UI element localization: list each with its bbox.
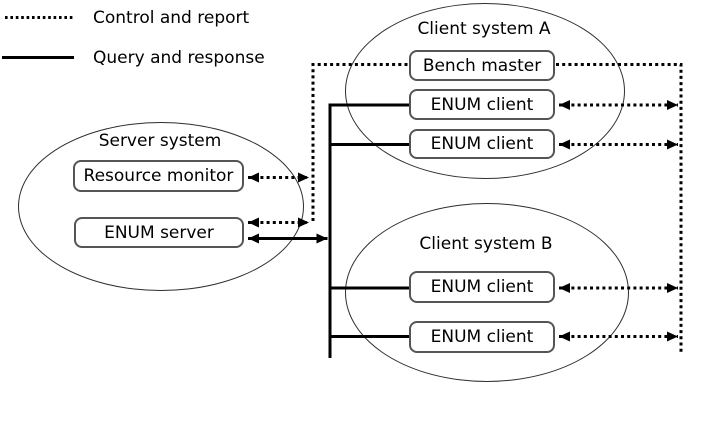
- enum-client-a1-box: ENUM client: [409, 89, 555, 120]
- legend-label-query-and-response: Query and response: [93, 48, 265, 68]
- enum-server-box: ENUM server: [74, 217, 244, 248]
- client-system-a-title: Client system A: [417, 19, 551, 39]
- server-system-title: Server system: [98, 131, 222, 151]
- server-system-ellipse: [18, 122, 304, 291]
- control-trunk-bench-master-to-clients: [556, 63, 683, 352]
- control-trunk-bench-master-to-server: [311, 63, 408, 221]
- bench-master-box: Bench master: [409, 50, 555, 81]
- legend-label-control-and-report: Control and report: [93, 8, 250, 28]
- client-system-a-ellipse: [345, 3, 625, 179]
- enum-client-b2-box: ENUM client: [409, 321, 555, 353]
- enum-client-a2-box: ENUM client: [409, 129, 555, 159]
- client-system-b-title: Client system B: [419, 234, 553, 254]
- enum-client-b1-box: ENUM client: [409, 271, 555, 303]
- resource-monitor-box: Resource monitor: [73, 160, 244, 192]
